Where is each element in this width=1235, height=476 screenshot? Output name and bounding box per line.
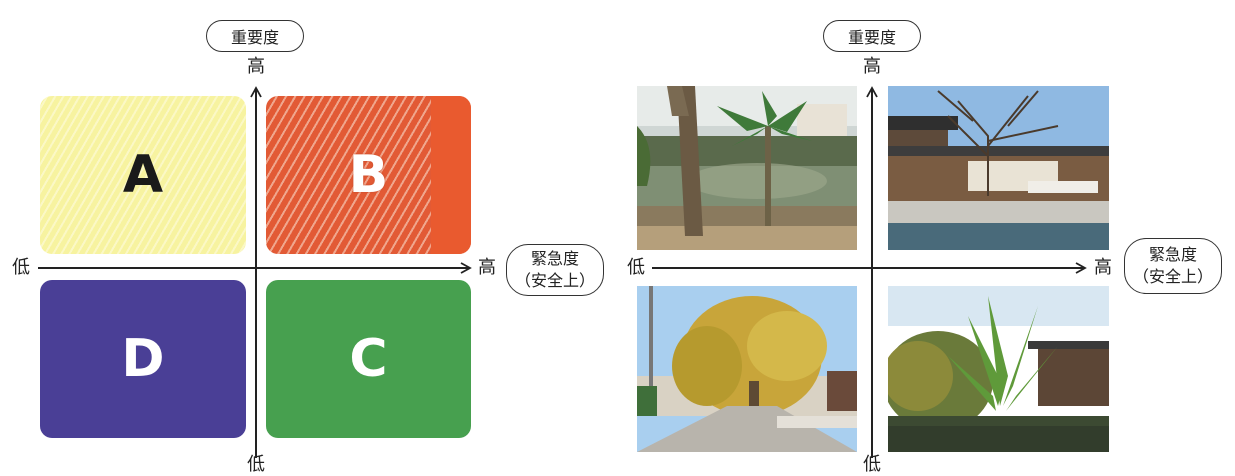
quadrant-b-solid-strip: [431, 96, 471, 254]
left-vertical-low-label: 低: [247, 454, 265, 475]
right-horizontal-low-label: 低: [627, 257, 645, 278]
photo-canal-palm: [637, 86, 857, 250]
quadrant-b: B: [266, 96, 471, 254]
right-vertical-high-label: 高: [863, 56, 881, 77]
quadrant-a-label: A: [122, 145, 164, 205]
quadrant-a: A: [40, 96, 246, 254]
left-urgency-label: 緊急度 （安全上）: [506, 244, 604, 296]
left-horizontal-low-label: 低: [12, 257, 30, 278]
quadrant-b-label: B: [348, 145, 389, 205]
left-importance-label: 重要度: [206, 20, 304, 52]
left-urgency-subtext: （安全上）: [514, 271, 595, 290]
right-horizontal-high-label: 高: [1094, 257, 1112, 278]
quadrant-c: C: [266, 280, 471, 438]
left-vertical-high-label: 高: [247, 56, 265, 77]
left-urgency-text: 緊急度: [530, 249, 579, 268]
right-importance-text: 重要度: [847, 28, 896, 47]
left-horizontal-high-label: 高: [478, 257, 496, 278]
photo-willow-road: [637, 286, 857, 452]
right-urgency-label: 緊急度 （安全上）: [1124, 238, 1222, 294]
left-importance-text: 重要度: [230, 28, 279, 47]
photo-banana-waterside: [888, 286, 1109, 452]
quadrant-c-label: C: [349, 329, 388, 389]
right-importance-label: 重要度: [823, 20, 921, 52]
right-vertical-low-label: 低: [863, 454, 881, 475]
right-urgency-subtext: （安全上）: [1132, 267, 1213, 286]
quadrant-d-label: D: [121, 329, 165, 389]
photo-old-building-tree: [888, 86, 1109, 250]
right-urgency-text: 緊急度: [1148, 245, 1197, 264]
quadrant-d: D: [40, 280, 246, 438]
